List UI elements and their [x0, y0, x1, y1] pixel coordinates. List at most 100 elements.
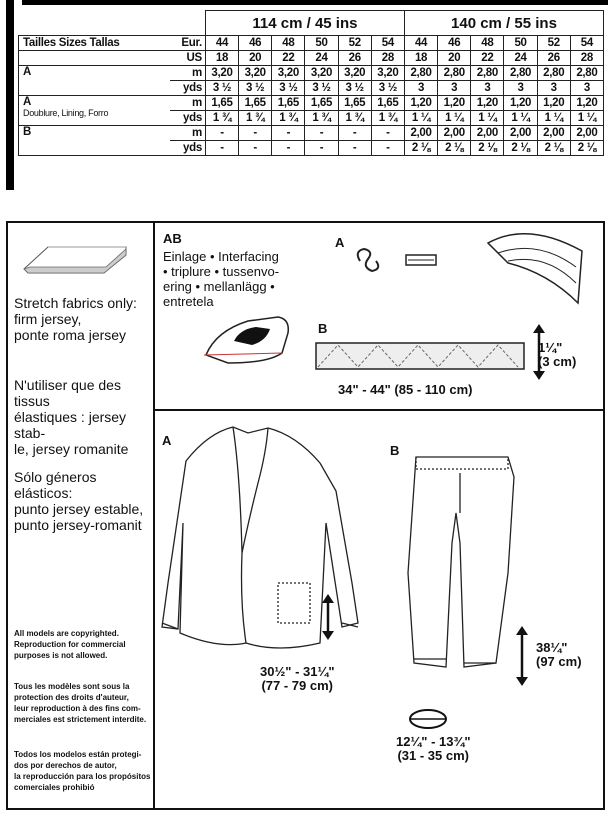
strip-length-measure: 34" - 44" (85 - 110 cm): [338, 382, 473, 397]
fabric-column: Stretch fabrics only: firm jersey, ponte…: [8, 223, 155, 808]
pants-length-measure: 38¼" (97 cm): [536, 640, 582, 669]
meter-cell: 2,80: [503, 65, 538, 81]
fabric-text-fr: N'utiliser que des tissus élastiques : j…: [14, 377, 129, 457]
unit-m: m: [169, 125, 206, 141]
us-size-cell: 22: [271, 50, 306, 66]
yard-cell: 3 ½: [238, 80, 273, 96]
eur-size-cell: 48: [271, 35, 306, 51]
interfacing-text: Einlage • Interfacing • triplure • tusse…: [163, 249, 280, 309]
meter-cell: 1,65: [238, 95, 273, 111]
yard-cell: 3: [569, 80, 605, 96]
meter-cell: -: [204, 125, 240, 141]
eur-size-cell: 50: [304, 35, 339, 51]
yard-cell: 1 ¾: [370, 110, 405, 126]
notions-b-label: B: [318, 321, 328, 336]
unit-yds: yds: [169, 140, 206, 156]
us-label: US: [169, 50, 206, 66]
row-sublabel: Doublure, Lining, Forro: [23, 108, 109, 118]
yard-cell: 3: [503, 80, 538, 96]
hem-width-measure: 12¼" - 13¾" (31 - 35 cm): [396, 734, 471, 763]
meter-cell: 2,80: [470, 65, 505, 81]
meter-cell: 2,80: [403, 65, 439, 81]
meter-cell: 2,00: [569, 125, 605, 141]
eur-size-cell: 54: [569, 35, 605, 51]
meter-cell: 1,65: [337, 95, 372, 111]
yard-cell: 2 ⅛: [403, 140, 439, 156]
pants-illustration: [407, 456, 515, 668]
yard-cell: 1 ¾: [271, 110, 306, 126]
meter-cell: 1,20: [536, 95, 571, 111]
unit-yds: yds: [169, 80, 206, 96]
copyright-en: All models are copyrighted. Reproduction…: [14, 629, 126, 660]
fabric-text-en: Stretch fabrics only: firm jersey, ponte…: [14, 295, 137, 343]
view-row-label: B: [18, 125, 170, 156]
width-140-header: 140 cm / 55 ins: [403, 10, 605, 36]
jacket-length-measure: 30½" - 31¼" (77 - 79 cm): [260, 664, 335, 693]
yard-cell: 2 ⅛: [569, 140, 605, 156]
meter-cell: 2,00: [503, 125, 538, 141]
yard-cell: 2 ⅛: [470, 140, 505, 156]
meter-cell: 1,20: [470, 95, 505, 111]
yard-cell: 2 ⅛: [503, 140, 538, 156]
yard-cell: 1 ¼: [437, 110, 472, 126]
meter-cell: 2,00: [536, 125, 571, 141]
meter-cell: -: [238, 125, 273, 141]
strip-height-measure: 1¼" (3 cm): [538, 340, 577, 369]
copyright-es: Todos los modelos están protegi- dos por…: [14, 750, 151, 792]
meter-cell: 3,20: [271, 65, 306, 81]
yard-cell: 3: [470, 80, 505, 96]
section-divider: [155, 409, 603, 411]
meter-cell: 3,20: [370, 65, 405, 81]
yard-cell: 3 ½: [370, 80, 405, 96]
us-size-cell: 20: [437, 50, 472, 66]
yardage-table: 114 cm / 45 ins 140 cm / 55 ins Tailles …: [18, 10, 605, 156]
yard-cell: -: [304, 140, 339, 156]
eur-size-cell: 46: [238, 35, 273, 51]
view-b-label: B: [390, 443, 400, 458]
yard-cell: -: [337, 140, 372, 156]
meter-cell: 2,80: [437, 65, 472, 81]
eur-size-cell: 50: [503, 35, 538, 51]
interfacing-strip-icon: [315, 342, 525, 370]
iron-icon: [203, 316, 290, 364]
meter-cell: 2,00: [403, 125, 439, 141]
hem-width-icon: [409, 709, 447, 729]
yard-cell: 3 ½: [337, 80, 372, 96]
eur-size-cell: 48: [470, 35, 505, 51]
us-size-cell: 20: [238, 50, 273, 66]
meter-cell: -: [370, 125, 405, 141]
meter-cell: 1,65: [370, 95, 405, 111]
meter-cell: 1,65: [204, 95, 240, 111]
meter-cell: 2,80: [536, 65, 571, 81]
unit-m: m: [169, 65, 206, 81]
fabric-roll-icon: [23, 246, 127, 274]
meter-cell: -: [271, 125, 306, 141]
meter-cell: 1,20: [437, 95, 472, 111]
us-size-cell: 28: [370, 50, 405, 66]
notions-ab-label: AB: [163, 231, 182, 246]
meter-cell: 3,20: [337, 65, 372, 81]
us-size-cell: 26: [536, 50, 571, 66]
yard-cell: -: [238, 140, 273, 156]
yard-cell: -: [271, 140, 306, 156]
meter-cell: 2,80: [569, 65, 605, 81]
us-size-cell: 18: [204, 50, 240, 66]
copyright-fr: Tous les modèles sont sous la protection…: [14, 682, 147, 724]
eur-size-cell: 52: [536, 35, 571, 51]
instruction-panel: Stretch fabrics only: firm jersey, ponte…: [6, 221, 605, 810]
meter-cell: 1,20: [503, 95, 538, 111]
fabric-text-es: Sólo géneros elásticos: punto jersey est…: [14, 469, 144, 533]
size-header-label: Tailles Sizes Tallas: [18, 35, 170, 51]
left-border-bar: [6, 0, 14, 190]
meter-cell: 1,65: [304, 95, 339, 111]
us-size-cell: 24: [503, 50, 538, 66]
meter-cell: 3,20: [304, 65, 339, 81]
eur-size-cell: 46: [437, 35, 472, 51]
yard-cell: 1 ¼: [536, 110, 571, 126]
yard-cell: 3: [403, 80, 439, 96]
meter-cell: -: [337, 125, 372, 141]
yard-cell: 3 ½: [304, 80, 339, 96]
meter-cell: 2,00: [470, 125, 505, 141]
yard-cell: 3: [536, 80, 571, 96]
yard-cell: 1 ¼: [470, 110, 505, 126]
